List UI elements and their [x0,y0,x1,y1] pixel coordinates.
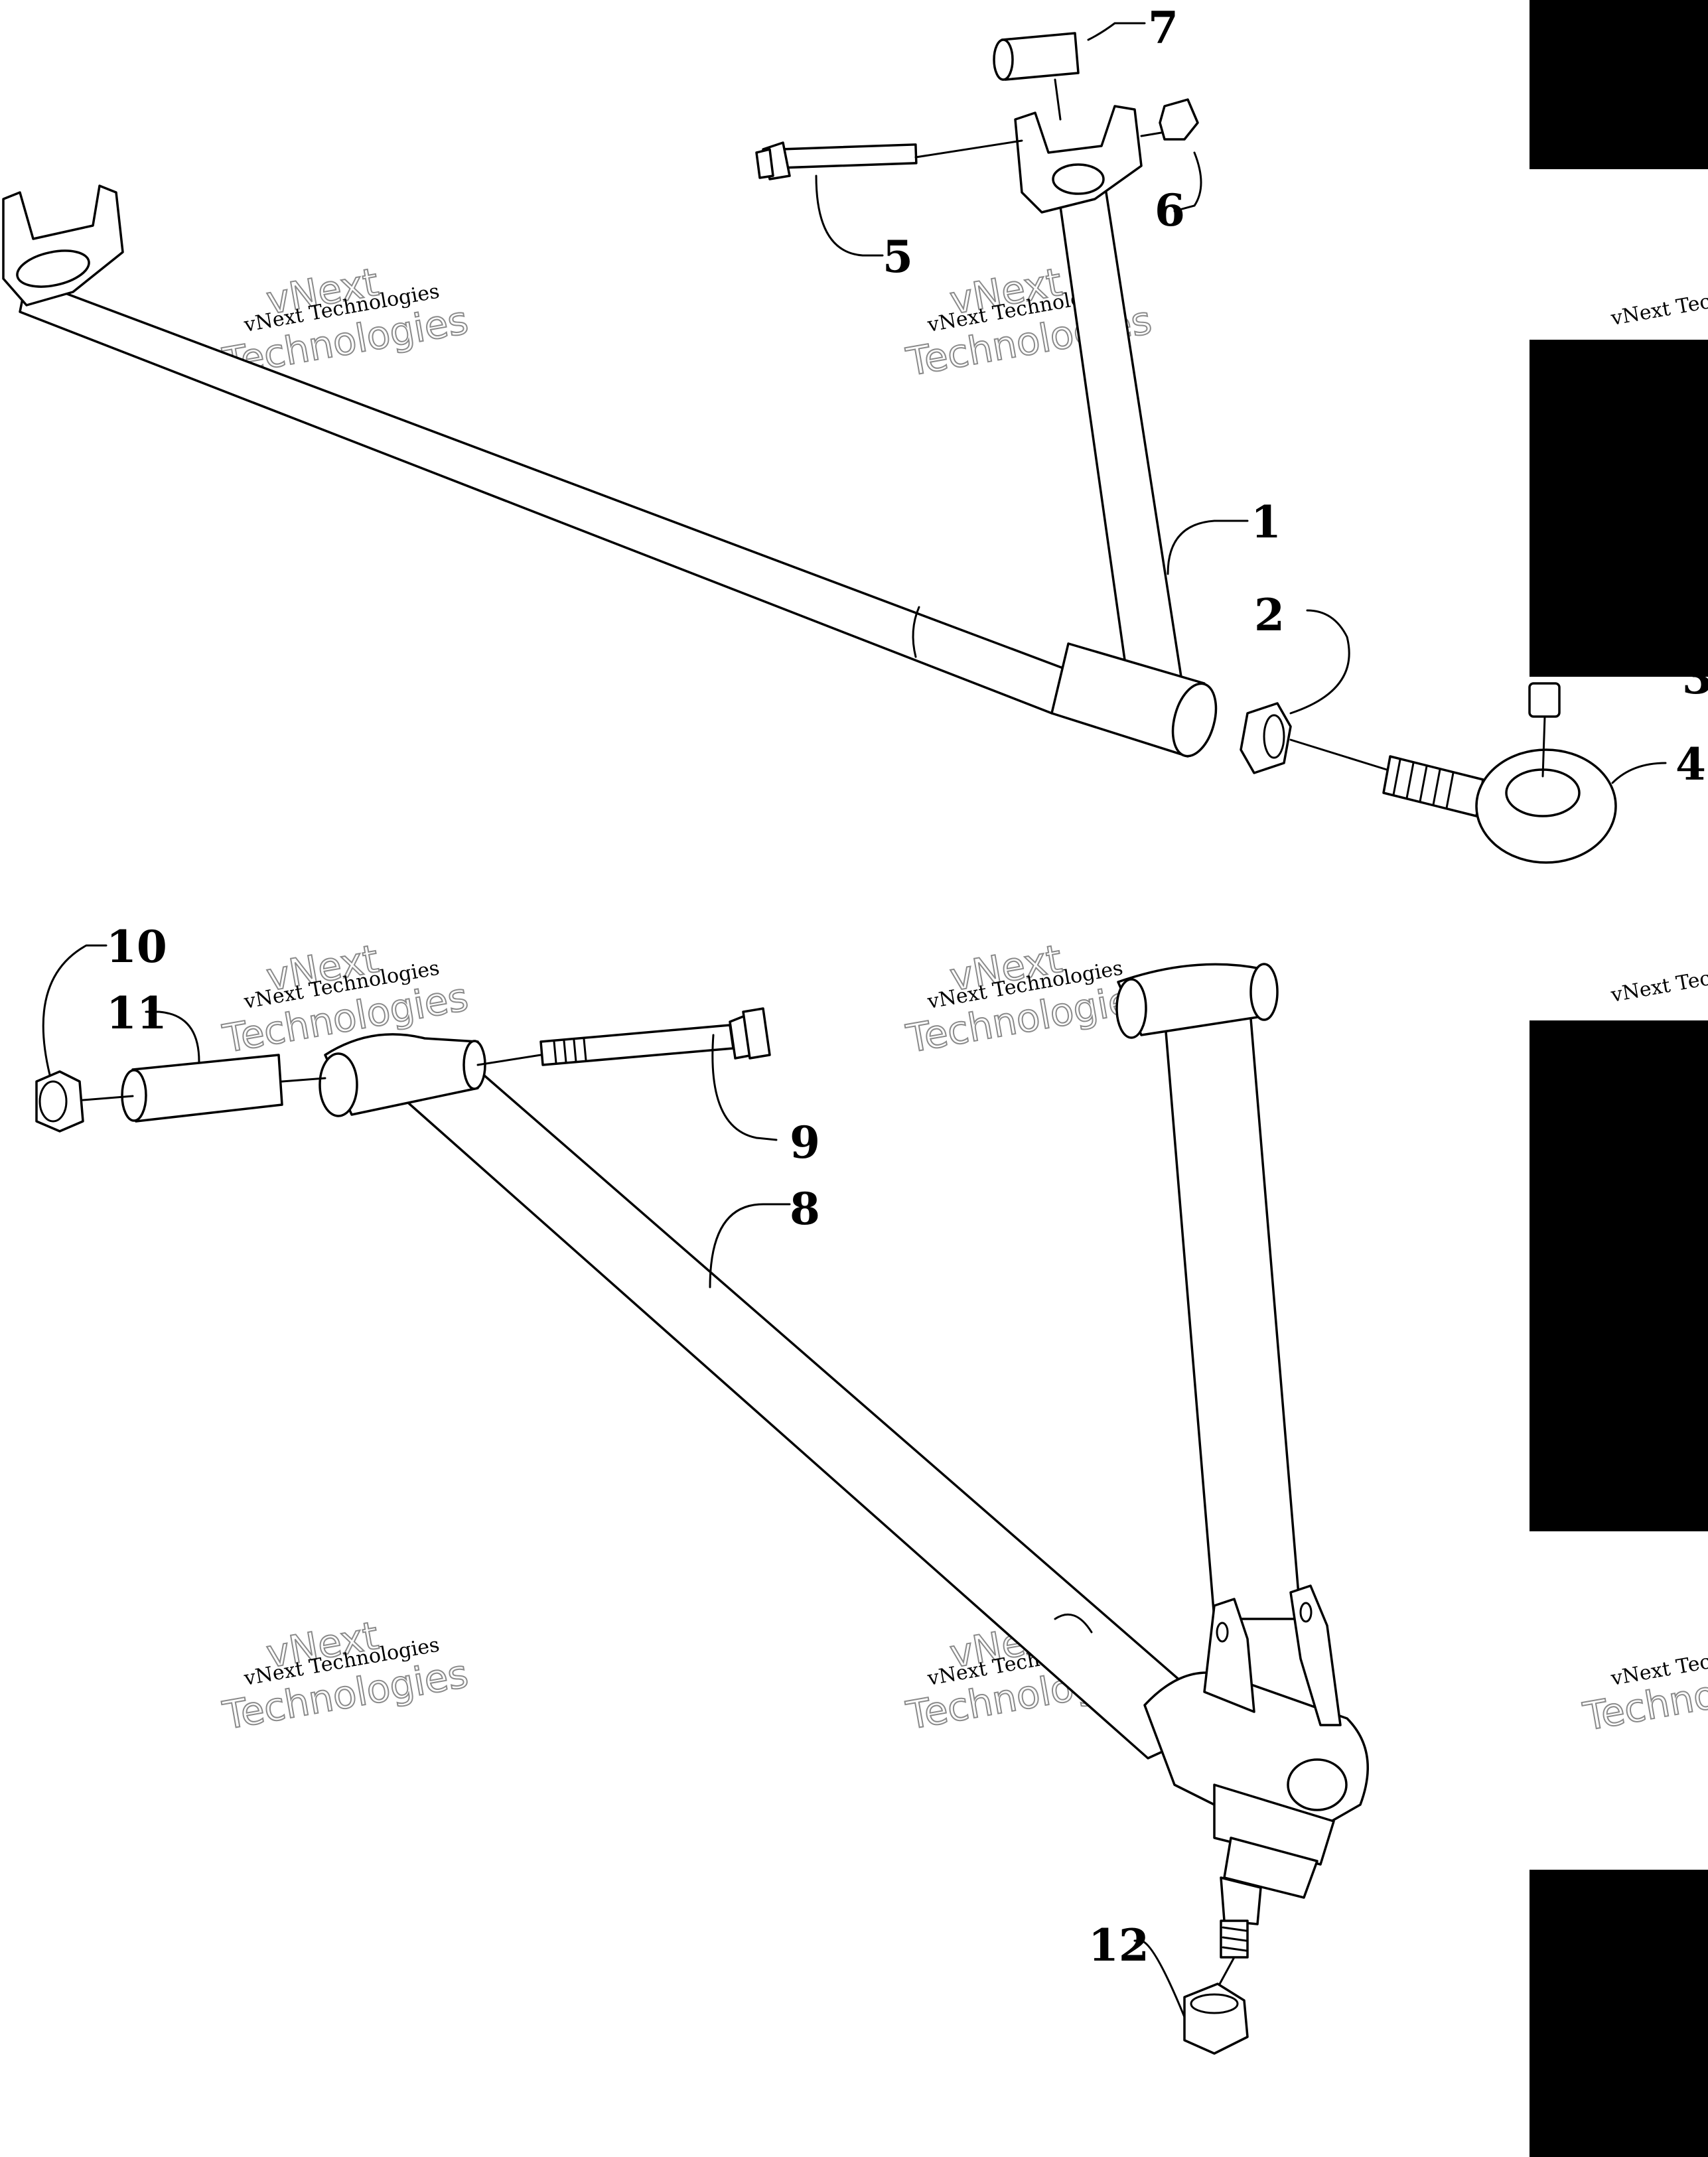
callout-2: 2 [1254,589,1285,641]
callout-8: 8 [790,1183,820,1235]
grease-fitting-3 [1528,682,1561,778]
callout-4: 4 [1675,738,1706,790]
leader-lines [42,22,1667,2018]
callout-5: 5 [883,231,913,283]
svg-text:vNext Technologies: vNext Technologies [1608,273,1708,330]
bushing-7 [993,32,1080,121]
watermark-7: vNext Technologies [1608,273,1708,330]
nut-12 [1183,1983,1249,2055]
svg-text:vNext Technologies: vNext Technologies [1608,950,1708,1007]
upper-a-arm [2,105,1218,758]
watermark-4: vNext vNext Technologies Technologies [902,936,1156,1062]
nut-10 [35,1070,134,1133]
callout-6: 6 [1155,184,1185,236]
watermark-8: vNext Technologies [1608,950,1708,1007]
bushing-11 [121,1054,326,1123]
lower-a-arm [319,963,1369,1995]
callout-7: 7 [1148,2,1178,54]
callout-3: 3 [1682,652,1708,704]
watermark-9: vNext Technologies Technologies [1579,1634,1708,1740]
bolt-5 [755,139,1023,180]
edge-blocks [1530,0,1708,2157]
bolt-9 [476,1007,771,1066]
callout-10: 10 [106,921,167,973]
callout-1: 1 [1251,496,1281,548]
nut-6 [1140,98,1199,141]
callout-11: 11 [106,987,167,1039]
callout-9: 9 [790,1117,820,1168]
nut-2 [1240,702,1388,774]
watermark-5: vNext vNext Technologies Technologies [219,1612,472,1739]
callout-12: 12 [1088,1919,1149,1971]
rod-end-4 [1382,748,1617,864]
callout-labels: 1 2 3 4 5 6 7 8 9 10 11 12 [106,2,1708,1971]
